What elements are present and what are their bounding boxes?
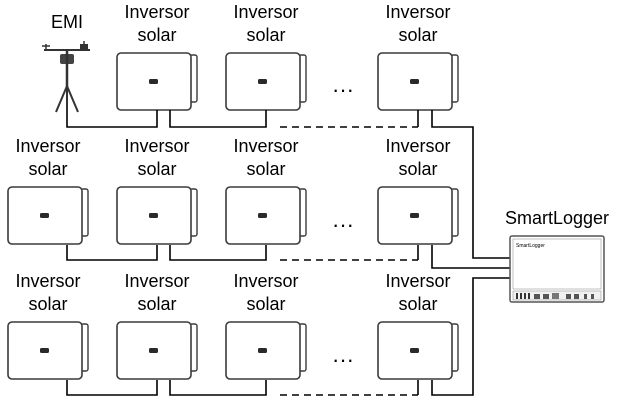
inverter-label-line1: Inversor bbox=[385, 136, 450, 156]
inverter-label-line2: solar bbox=[28, 159, 67, 179]
smartlogger-screen bbox=[512, 238, 602, 290]
inverter-label-line2: solar bbox=[246, 294, 285, 314]
smartlogger-panel-text: SmartLogger bbox=[516, 243, 545, 249]
solar-inverter: Inversor solar bbox=[377, 271, 459, 380]
bus-wire bbox=[66, 110, 158, 128]
bus-wire bbox=[431, 110, 510, 259]
bus-wire bbox=[169, 110, 267, 128]
weather-station-icon bbox=[42, 41, 90, 113]
inverter-indicator-icon bbox=[149, 213, 158, 218]
inverter-label-line2: solar bbox=[28, 294, 67, 314]
bus-wire bbox=[431, 245, 510, 269]
ellipsis: ··· bbox=[332, 212, 354, 237]
solar-inverter: Inversor solar bbox=[116, 271, 198, 380]
bus-wire bbox=[66, 245, 158, 261]
solar-inverter: Inversor solar bbox=[116, 2, 198, 111]
inverter-label-line1: Inversor bbox=[124, 2, 189, 22]
bus-wire bbox=[431, 277, 510, 396]
inverter-indicator-icon bbox=[40, 213, 49, 218]
emi-weather-station: EMI bbox=[42, 12, 90, 113]
solar-inverter: Inversor solar bbox=[7, 136, 89, 245]
solar-inverter: Inversor solar bbox=[377, 2, 459, 111]
inverter-label-line1: Inversor bbox=[233, 271, 298, 291]
inverter-label-line2: solar bbox=[137, 159, 176, 179]
solar-inverter: Inversor solar bbox=[225, 271, 307, 380]
smartlogger: SmartLogger SmartLogger bbox=[505, 208, 609, 303]
inverter-label-line2: solar bbox=[398, 159, 437, 179]
rs485-wiring bbox=[66, 110, 510, 396]
inverter-label-line2: solar bbox=[137, 25, 176, 45]
inverter-indicator-icon bbox=[258, 348, 267, 353]
ellipsis: ··· bbox=[332, 347, 354, 372]
inverter-label-line2: solar bbox=[137, 294, 176, 314]
inverter-label-line1: Inversor bbox=[233, 136, 298, 156]
inverter-indicator-icon bbox=[410, 348, 419, 353]
row-1: EMI Inversor solar Inversor sol bbox=[42, 2, 459, 113]
inverter-label-line1: Inversor bbox=[124, 271, 189, 291]
inverter-label-line1: Inversor bbox=[385, 271, 450, 291]
ellipsis: ··· bbox=[332, 77, 354, 102]
inverter-label-line2: solar bbox=[398, 25, 437, 45]
inverter-label-line1: Inversor bbox=[233, 2, 298, 22]
row-3: Inversor solar Inversor solar Inversor s… bbox=[7, 271, 459, 380]
bus-wire bbox=[169, 380, 267, 396]
inverter-indicator-icon bbox=[149, 348, 158, 353]
inverter-indicator-icon bbox=[258, 213, 267, 218]
emi-label: EMI bbox=[51, 12, 83, 32]
solar-inverter: Inversor solar bbox=[116, 136, 198, 245]
inverter-label-line1: Inversor bbox=[15, 136, 80, 156]
inverter-label-line1: Inversor bbox=[15, 271, 80, 291]
inverter-label-line1: Inversor bbox=[385, 2, 450, 22]
inverter-indicator-icon bbox=[410, 79, 419, 84]
row-2: Inversor solar Inversor solar Inversor s… bbox=[7, 136, 459, 245]
inverter-indicator-icon bbox=[258, 79, 267, 84]
inverter-indicator-icon bbox=[40, 348, 49, 353]
solar-inverter: Inversor solar bbox=[7, 271, 89, 380]
inverter-indicator-icon bbox=[149, 79, 158, 84]
inverter-label-line1: Inversor bbox=[124, 136, 189, 156]
solar-inverter: Inversor solar bbox=[225, 136, 307, 245]
inverter-indicator-icon bbox=[410, 213, 419, 218]
solar-inverter: Inversor solar bbox=[225, 2, 307, 111]
inverter-label-line2: solar bbox=[246, 159, 285, 179]
bus-wire bbox=[169, 245, 267, 261]
bus-wire bbox=[66, 380, 158, 396]
solar-inverter: Inversor solar bbox=[377, 136, 459, 245]
inverter-label-line2: solar bbox=[398, 294, 437, 314]
inverter-label-line2: solar bbox=[246, 25, 285, 45]
smartlogger-ports-icon bbox=[516, 293, 594, 299]
smartlogger-title: SmartLogger bbox=[505, 208, 609, 228]
